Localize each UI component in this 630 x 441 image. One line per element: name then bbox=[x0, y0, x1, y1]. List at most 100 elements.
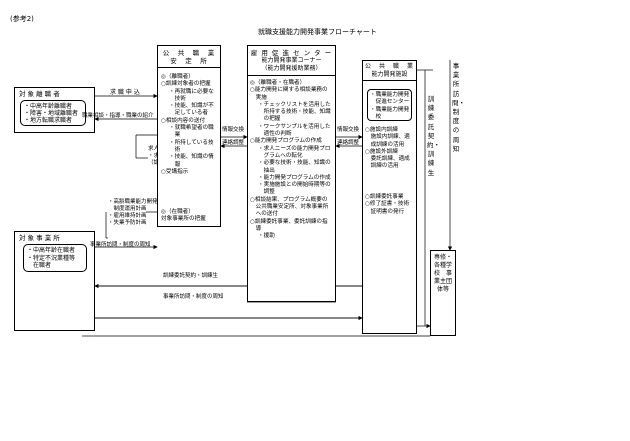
school-inner-line: 促進センター bbox=[370, 99, 410, 106]
center-line: への送付 bbox=[250, 211, 278, 218]
office-line: 術 bbox=[169, 146, 181, 153]
office-line: ◎（離職者） bbox=[161, 74, 194, 80]
jobseeker-inner: ・中高年齢離職者 ・障害・地域離職者 ・地方転職求職者 bbox=[20, 100, 86, 126]
center-line: ・援助 bbox=[258, 233, 275, 240]
center-line: 抽出 bbox=[258, 167, 275, 174]
school-line: ○施設外訓練 bbox=[365, 148, 398, 155]
center-header: （能力開発援助業務） bbox=[261, 65, 322, 72]
plan-label: 制度運用計画 bbox=[108, 206, 147, 212]
jobseeker-item: ・中高年齢離職者 bbox=[24, 103, 73, 110]
center-line: ○能力開発プログラムの作成 bbox=[250, 138, 322, 145]
school-line: 成訓練の活用 bbox=[365, 141, 405, 148]
center-body: ◎（離職者・在職者） ○能力開発に関する相談業務の 実施 ・チェックリストを活用… bbox=[250, 80, 331, 241]
office-line: ○相談内容の送付 bbox=[161, 117, 206, 124]
school-line: ○施設内訓練 bbox=[365, 127, 398, 133]
page-title: 就職支援能力開発事業フローチャート bbox=[258, 28, 377, 36]
center-header-rule bbox=[248, 75, 335, 76]
edge-label-itaku-jisshi: 訓練委託契約・訓練生 bbox=[163, 273, 219, 279]
school-line: 施設内訓練、適 bbox=[365, 134, 410, 141]
office-line: ◎（在職者） bbox=[161, 209, 194, 215]
school-inner-line: ・職業能力開発 bbox=[370, 106, 410, 113]
center-line: 導 bbox=[250, 225, 262, 232]
office-line: ・技能、知識が不 bbox=[169, 103, 214, 110]
center-line: ・求人ニーズの能力開発プロ bbox=[258, 145, 331, 152]
edge-label-jigyosho-shokai: 事業所訪問・制度の周知 bbox=[90, 242, 151, 248]
employer-item: ・特定不況業種等 bbox=[27, 255, 76, 262]
center-line: ・実施施設との開始時期等の bbox=[258, 182, 331, 189]
vertical-label-jigyosho-homon: 事業所訪問・制度の周知 bbox=[452, 62, 465, 153]
vocational-school-box: 公 共 職 業 能力開発施設 ・職業能力開発 促進センター ・職業能力開発 校 … bbox=[362, 60, 417, 334]
school-inner-body: ・職業能力開発 促進センター ・職業能力開発 校 bbox=[370, 92, 409, 121]
office-line: ○訓練対象者の把握 bbox=[161, 81, 211, 88]
center-line: 実施 bbox=[250, 94, 267, 101]
school-line: 証明書の発行 bbox=[365, 208, 405, 215]
center-line: 調整 bbox=[258, 189, 275, 196]
employer-title: 対 象 事 業 所 bbox=[19, 234, 60, 242]
office-body: ◎（離職者） ○訓練対象者の把握 ・再就職に必要な 技術 ・技能、知識が不 足し… bbox=[161, 74, 214, 176]
employment-promotion-center-box: 雇 用 促 進 セ ン タ ー 能力開発事業コーナー （能力開発援助業務） ◎（… bbox=[247, 45, 336, 302]
employment-office-box: 公 共 職 業 安 定 所 ◎（離職者） ○訓練対象者の把握 ・再就職に必要な … bbox=[157, 45, 221, 227]
center-line: ◎（離職者・在職者） bbox=[250, 80, 306, 86]
employer-item: 在職者 bbox=[27, 262, 52, 269]
edge-label-renraku-chosei-2: 連絡調整 bbox=[337, 140, 360, 146]
school-inner-line: ・職業能力開発 bbox=[370, 92, 410, 98]
office-header-rule bbox=[158, 67, 220, 68]
edge-label-joho-kokan-2: 情報交換 bbox=[337, 127, 360, 133]
edge-label-renraku-chosei: 連絡調整 bbox=[222, 140, 245, 146]
edge-label-jigyosho-homon-bottom: 事業所訪問・制度の周知 bbox=[163, 294, 224, 300]
employer-box: 対 象 事 業 所 ・中高年齢在職者 ・特定不況業種等 在職者 bbox=[14, 231, 95, 331]
center-line: ○能力開発に関する相談業務の bbox=[250, 87, 328, 94]
jobseeker-box: 対 象 離 職 者 ・中高年齢離職者 ・障害・地域離職者 ・地方転職求職者 bbox=[14, 87, 95, 133]
center-line: ・ワークサンプルを活用した bbox=[258, 123, 331, 130]
school-header-rule bbox=[363, 80, 416, 81]
school-line: 委託訓練、適成 bbox=[365, 156, 410, 163]
office-line: 対象事業所の把握 bbox=[161, 216, 206, 223]
reference-label: (参考2) bbox=[10, 15, 34, 23]
center-line: の把握 bbox=[258, 116, 281, 123]
vertical-label-itaku-keiyaku: 訓練委託契約・訓練生 bbox=[427, 95, 440, 177]
jobseeker-item: ・地方転職求職者 bbox=[24, 117, 73, 124]
school-line: 訓練の活用 bbox=[365, 163, 399, 170]
center-header: 能力開発事業コーナー bbox=[261, 57, 322, 64]
school-header: 公 共 職 業 bbox=[364, 63, 414, 70]
center-line: ・能力開発プログラムの作成 bbox=[258, 174, 331, 181]
school-inner: ・職業能力開発 促進センター ・職業能力開発 校 bbox=[367, 89, 412, 121]
plan-label: ・高齢職業能力開発 bbox=[108, 199, 158, 205]
office-header: 安 定 所 bbox=[170, 57, 208, 65]
jobseeker-item: ・障害・地域離職者 bbox=[24, 110, 79, 117]
school-body-2: ○訓練委託事業 ○修了証書・技術 証明書の発行 bbox=[365, 194, 409, 216]
office-header: 公 共 職 業 bbox=[162, 49, 216, 57]
school-line: ○修了証書・技術 bbox=[365, 201, 410, 208]
office-line: 技術 bbox=[169, 95, 186, 102]
center-line: 公共職業安定所、対象事業所 bbox=[250, 204, 329, 211]
office-line: ○受講指示 bbox=[161, 168, 189, 175]
office-line: 報 bbox=[169, 161, 181, 168]
center-line: ・チェックリストを活用した bbox=[258, 101, 331, 108]
edge-label-sodan: 職業相談・指導・職業の紹介 bbox=[82, 113, 154, 119]
office-line: ・就職希望者の職 bbox=[169, 125, 214, 132]
center-line: 適性の判断 bbox=[258, 131, 292, 138]
center-line: 所持する技術・技能、知識 bbox=[258, 109, 331, 116]
office-line: 業 bbox=[169, 132, 181, 139]
center-line: ○相談結果、プログラム概要の bbox=[250, 196, 328, 203]
office-line: 足している者 bbox=[169, 110, 208, 117]
employer-inner: ・中高年齢在職者 ・特定不況業種等 在職者 bbox=[23, 244, 87, 272]
school-inner-line: 校 bbox=[370, 113, 382, 120]
plan-label: ・雇用維持計画 bbox=[108, 213, 147, 219]
center-line: ・必要な技術・技能、知識の bbox=[258, 160, 331, 167]
plan-label: ・失業予防計画 bbox=[108, 220, 147, 226]
office-body-2: ◎（在職者） 対象事業所の把握 bbox=[161, 209, 206, 224]
jobseeker-title: 対 象 離 職 者 bbox=[19, 90, 60, 98]
school-body: ○施設内訓練 施設内訓練、適 成訓練の活用 ○施設外訓練 委託訓練、適成 訓練の… bbox=[365, 127, 410, 171]
office-line: ・技能、知識の情 bbox=[169, 154, 214, 161]
center-header: 雇 用 促 進 セ ン タ ー bbox=[250, 49, 333, 57]
school-header: 能力開発施設 bbox=[371, 71, 408, 78]
edge-label-joho-kokan: 情報交換 bbox=[222, 127, 245, 133]
office-line: ・再就職に必要な bbox=[169, 88, 214, 95]
specialized-schools-box: 専修・各種学校 事業主団体等 bbox=[430, 250, 456, 336]
employer-item: ・中高年齢在職者 bbox=[27, 247, 76, 254]
school-line: ○訓練委託事業 bbox=[365, 194, 404, 200]
center-line: ○訓練委託事業、委託訓練の指 bbox=[250, 218, 328, 225]
specialized-schools-label: 専修・各種学校 事業主団体等 bbox=[433, 254, 452, 293]
